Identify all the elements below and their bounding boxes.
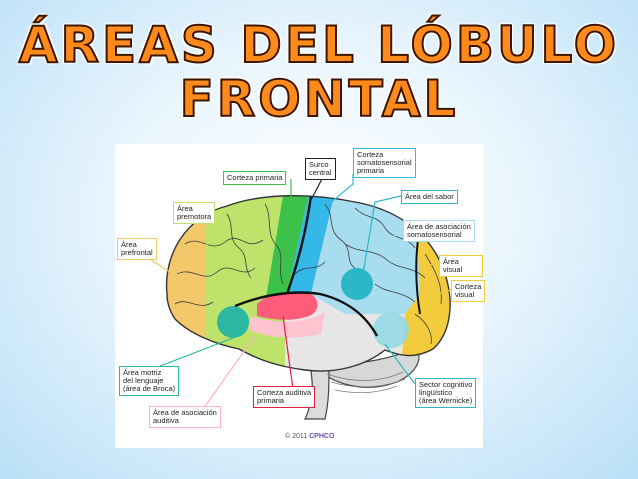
page-title-line-2: FRONTAL: [179, 70, 459, 128]
label-area-motriz-lenguaje: Área motriz del lenguaje (área de Broca): [119, 366, 180, 396]
label-sector-cognitivo: Sector cognitivo lingüístico (área Werni…: [415, 378, 477, 408]
wernicke-area: [373, 312, 409, 348]
page-title-line-1: ÁREAS DEL LÓBULO: [18, 16, 620, 74]
copyright-brand: CPHCO: [309, 433, 335, 440]
broca-area: [217, 306, 249, 338]
somatosensory-region: [285, 195, 337, 304]
label-surco-central: Surco central: [305, 158, 336, 180]
label-corteza-visual: Corteza visual: [451, 280, 486, 302]
label-corteza-primaria: Corteza primaria: [223, 171, 287, 185]
label-area-visual: Área visual: [439, 255, 483, 277]
label-corteza-auditiva: Corteza auditiva primaria: [253, 386, 316, 408]
copyright-notice: © 2011 CPHCO: [285, 433, 334, 440]
brain-illustration: [144, 174, 452, 420]
taste-area: [341, 268, 373, 300]
brain-border: [165, 195, 451, 372]
copyright-text: © 2011: [285, 433, 308, 440]
label-area-asociacion-somatosensorial: Área de asociación somatosensorial: [403, 220, 475, 242]
auditory-association: [249, 312, 325, 338]
somatosensory-association-region: [311, 195, 420, 314]
label-area-asociacion-auditiva: Área de asociación auditiva: [149, 406, 221, 428]
lateral-sulcus: [234, 291, 379, 337]
label-corteza-somatosensorial: Corteza somatosensorial primaria: [353, 148, 416, 178]
motor-region: [265, 195, 311, 304]
auditory-cortex: [257, 291, 318, 320]
label-area-premotora: Área premotora: [173, 202, 216, 224]
label-area-prefrontal: Área prefrontal: [117, 238, 157, 260]
label-area-sabor: Área del sabor: [401, 190, 458, 204]
central-sulcus: [285, 195, 313, 295]
brain-diagram: Corteza primaria Surco central Corteza s…: [115, 144, 486, 448]
